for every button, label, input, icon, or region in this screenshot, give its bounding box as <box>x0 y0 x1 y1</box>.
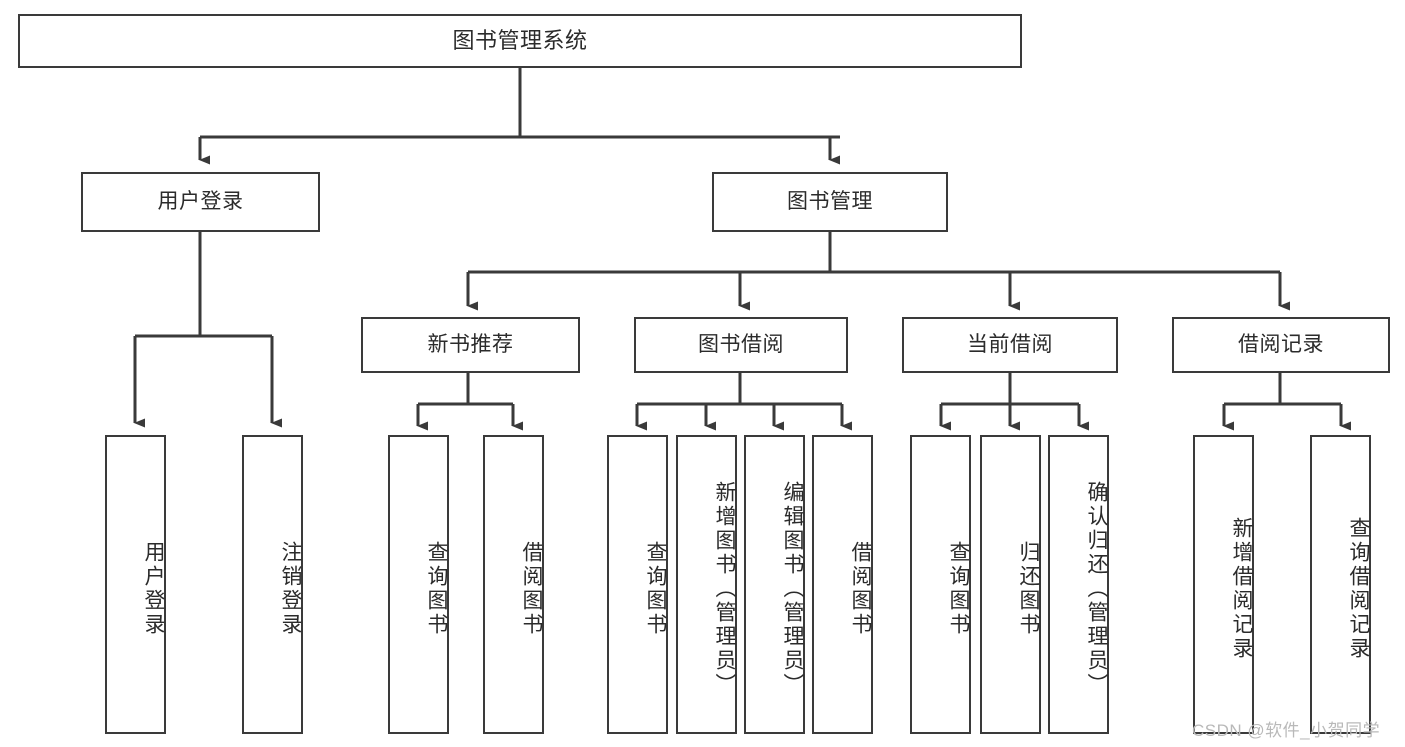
node-book-borrow-label: 图书借阅 <box>698 333 784 357</box>
leaf-label: 归还图书 <box>1017 540 1040 637</box>
leaf-label: 借阅图书 <box>520 540 543 637</box>
leaf-label: 查询图书 <box>644 540 667 637</box>
leaf-label: 用户登录 <box>142 540 165 637</box>
node-root-label: 图书管理系统 <box>452 27 588 53</box>
leaf-label: 查询借阅记录 <box>1347 516 1370 661</box>
leaf-records-add[interactable]: 新增借阅记录 <box>1193 435 1254 734</box>
leaf-new-book-query[interactable]: 查询图书 <box>388 435 449 734</box>
leaf-book-borrow-edit[interactable]: 编辑图书（管理员） <box>744 435 805 734</box>
leaf-label: 编辑图书（管理员） <box>781 480 804 697</box>
leaf-current-borrow-query[interactable]: 查询图书 <box>910 435 971 734</box>
leaf-label: 借阅图书 <box>849 540 872 637</box>
node-new-book-recommend[interactable]: 新书推荐 <box>361 317 580 373</box>
node-book-management-label: 图书管理 <box>787 190 873 214</box>
node-borrow-records[interactable]: 借阅记录 <box>1172 317 1390 373</box>
leaf-user-login-signin[interactable]: 用户登录 <box>105 435 166 734</box>
leaf-book-borrow-add[interactable]: 新增图书（管理员） <box>676 435 737 734</box>
leaf-new-book-borrow[interactable]: 借阅图书 <box>483 435 544 734</box>
csdn-watermark: CSDN @软件_小贺同学 <box>1192 721 1381 740</box>
leaf-book-borrow-query[interactable]: 查询图书 <box>607 435 668 734</box>
node-current-borrow[interactable]: 当前借阅 <box>902 317 1118 373</box>
node-user-login-label: 用户登录 <box>157 190 244 214</box>
leaf-label: 新增借阅记录 <box>1230 516 1253 661</box>
leaf-label: 查询图书 <box>425 540 448 637</box>
node-new-book-recommend-label: 新书推荐 <box>427 333 514 357</box>
leaf-label: 注销登录 <box>279 540 302 637</box>
leaf-label: 查询图书 <box>947 540 970 637</box>
leaf-label: 新增图书（管理员） <box>713 480 736 697</box>
node-current-borrow-label: 当前借阅 <box>967 333 1053 357</box>
leaf-current-borrow-return[interactable]: 归还图书 <box>980 435 1041 734</box>
node-root-system[interactable]: 图书管理系统 <box>18 14 1022 68</box>
node-user-login[interactable]: 用户登录 <box>81 172 320 232</box>
leaf-current-borrow-confirm-return[interactable]: 确认归还（管理员） <box>1048 435 1109 734</box>
node-book-borrow[interactable]: 图书借阅 <box>634 317 848 373</box>
leaf-user-login-signout[interactable]: 注销登录 <box>242 435 303 734</box>
node-borrow-records-label: 借阅记录 <box>1238 333 1324 357</box>
node-book-management[interactable]: 图书管理 <box>712 172 948 232</box>
leaf-label: 确认归还（管理员） <box>1085 480 1108 697</box>
leaf-records-query[interactable]: 查询借阅记录 <box>1310 435 1371 734</box>
leaf-book-borrow-lend[interactable]: 借阅图书 <box>812 435 873 734</box>
